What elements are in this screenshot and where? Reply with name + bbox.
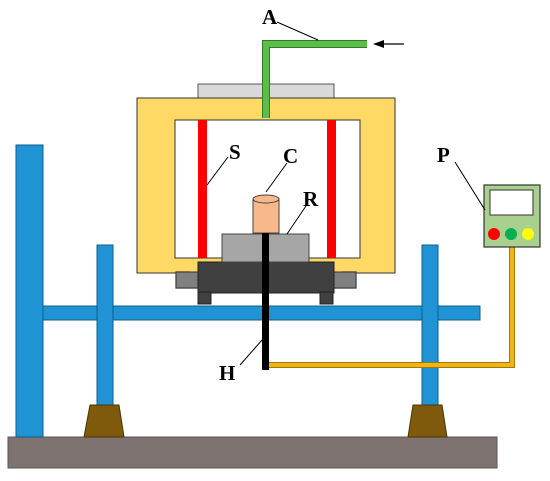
led-green-icon (505, 228, 517, 240)
gas-pipe-fill (263, 41, 367, 118)
label-S: S (229, 140, 241, 164)
label-C: C (283, 144, 298, 168)
furnace-body (136, 97, 396, 274)
label-P: P (437, 143, 450, 167)
left-foot (83, 404, 125, 438)
crucible (252, 198, 280, 234)
leader-A (276, 21, 319, 41)
right-bracket-plate (333, 271, 357, 289)
led-red-icon (488, 228, 500, 240)
stand-foot-left (197, 291, 212, 305)
right-foot (407, 404, 448, 438)
label-R: R (303, 187, 319, 211)
gas-inlet-arrow-head (373, 40, 384, 48)
thermocouple (262, 233, 269, 370)
heater-right (327, 120, 336, 258)
leader-S (206, 156, 229, 186)
floor-slab (7, 436, 498, 469)
crucible-rim (252, 194, 280, 204)
left-bracket-plate (175, 271, 199, 289)
stand-foot-right (319, 291, 334, 305)
label-A: A (262, 5, 278, 29)
horizontal-beam (42, 305, 481, 321)
left-post (15, 144, 44, 438)
led-yellow-icon (522, 228, 534, 240)
signal-wire-core (269, 246, 514, 367)
leader-H (239, 339, 263, 366)
left-leg (96, 244, 114, 406)
controller-display (489, 189, 534, 216)
leader-C (265, 162, 288, 193)
leader-P (454, 161, 486, 211)
label-H: H (219, 361, 235, 385)
heater-left (198, 120, 207, 258)
right-leg (421, 244, 439, 406)
leader-R (286, 205, 307, 235)
